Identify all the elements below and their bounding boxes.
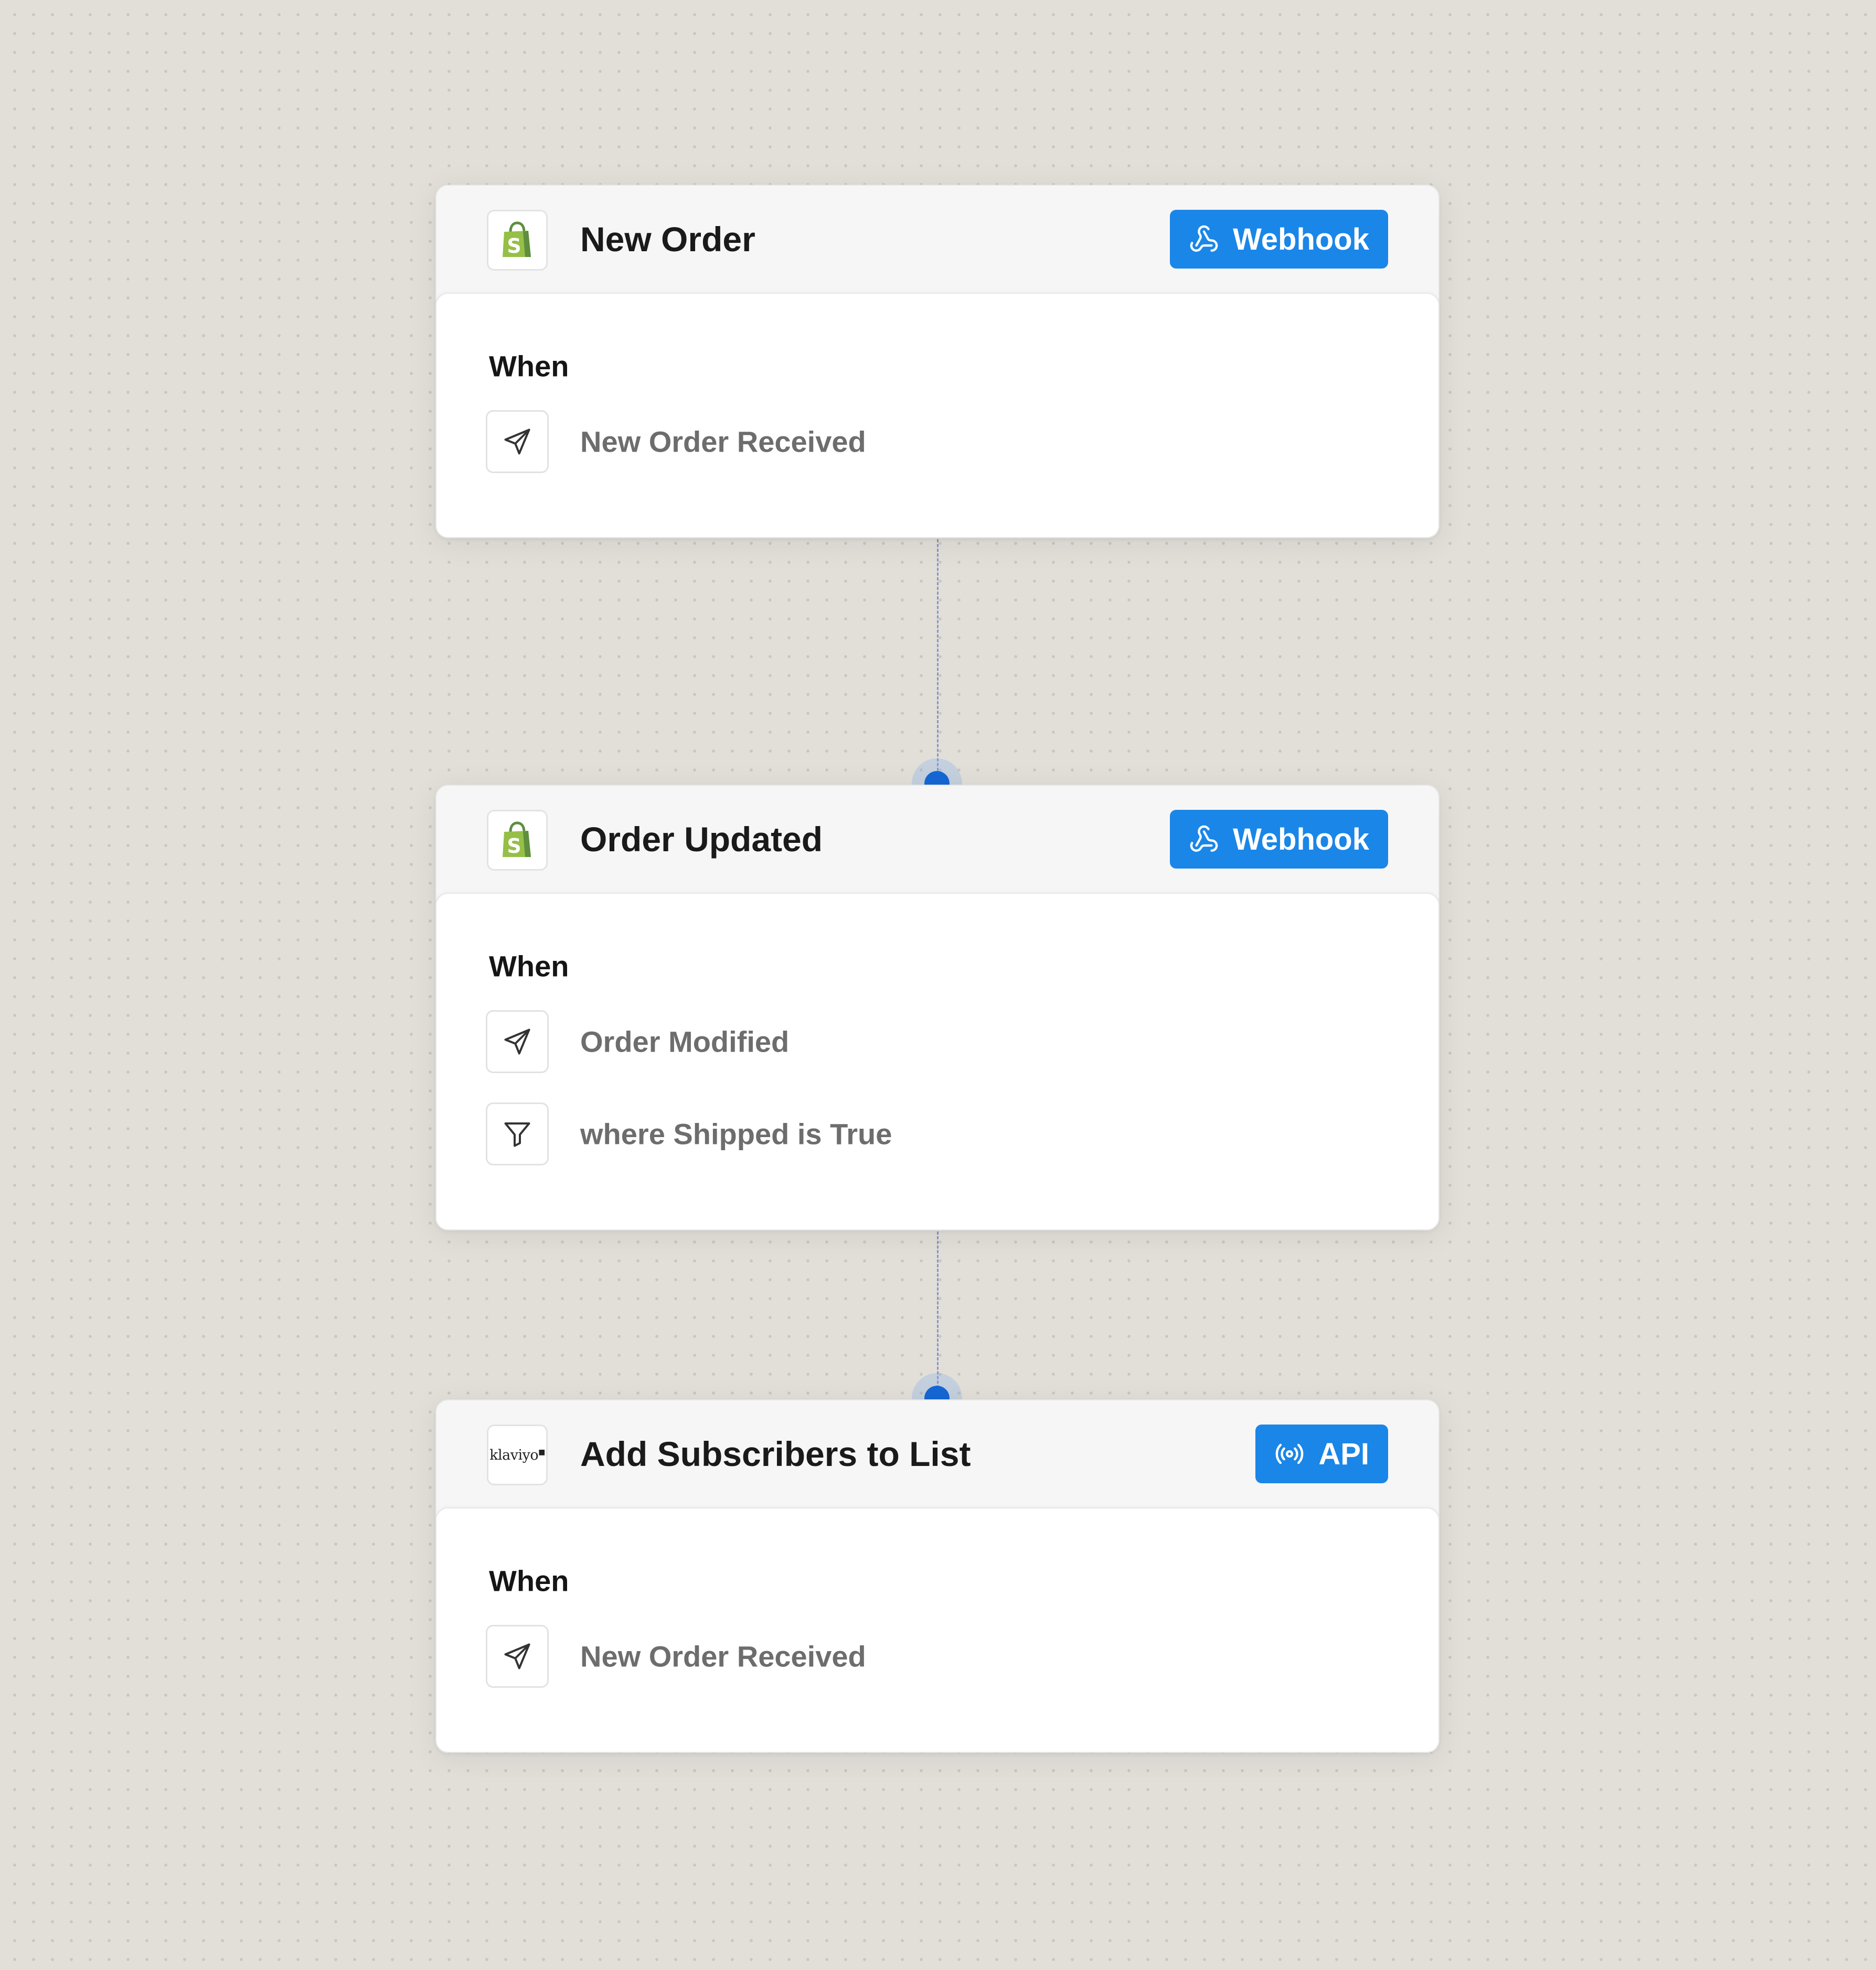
when-label: When [489,1564,569,1598]
action-card-add-subscribers[interactable]: klaviyo■ Add Subscribers to List API Whe… [435,1399,1440,1753]
condition-row[interactable]: New Order Received [486,1625,1438,1688]
trigger-card-order-updated[interactable]: S Order Updated Webhook When [435,785,1440,1230]
condition-row[interactable]: New Order Received [486,410,1438,473]
when-label: When [489,349,569,383]
trigger-card-new-order[interactable]: S New Order Webhook When New [435,185,1440,538]
connector-line-2 [937,1232,939,1393]
card-title: Order Updated [580,820,823,859]
card-header: S New Order Webhook [436,186,1438,293]
badge-label: API [1318,1437,1369,1471]
card-title: Add Subscribers to List [580,1434,971,1473]
api-badge[interactable]: API [1255,1425,1388,1483]
webhook-badge[interactable]: Webhook [1170,210,1388,269]
svg-text:S: S [507,234,521,258]
send-icon [486,1625,549,1688]
send-icon [486,1010,549,1073]
klaviyo-logo-text: klaviyo [489,1447,539,1463]
broadcast-icon [1274,1439,1305,1469]
connector-line-1 [937,539,939,780]
webhook-icon [1189,224,1219,254]
filter-icon [486,1102,549,1165]
badge-label: Webhook [1233,822,1369,856]
shopify-logo-icon: S [487,210,548,271]
shopify-logo-icon: S [487,810,548,871]
card-header: klaviyo■ Add Subscribers to List API [436,1400,1438,1507]
webhook-icon [1189,824,1219,854]
condition-row[interactable]: Order Modified [486,1010,1438,1073]
klaviyo-logo: klaviyo■ [487,1425,548,1485]
condition-text: Order Modified [580,1025,790,1058]
webhook-badge[interactable]: Webhook [1170,810,1388,869]
card-body: When New Order Received [435,293,1440,538]
card-title: New Order [580,220,755,259]
filter-row[interactable]: where Shipped is True [486,1102,1438,1165]
card-header: S Order Updated Webhook [436,786,1438,893]
card-body: When New Order Received [435,1507,1440,1753]
when-label: When [489,949,569,983]
condition-text: New Order Received [580,425,866,458]
condition-text: where Shipped is True [580,1117,892,1151]
card-body: When Order Modified where Shipped is Tru… [435,893,1440,1230]
badge-label: Webhook [1233,222,1369,256]
condition-text: New Order Received [580,1640,866,1673]
svg-text:S: S [507,834,521,858]
send-icon [486,410,549,473]
